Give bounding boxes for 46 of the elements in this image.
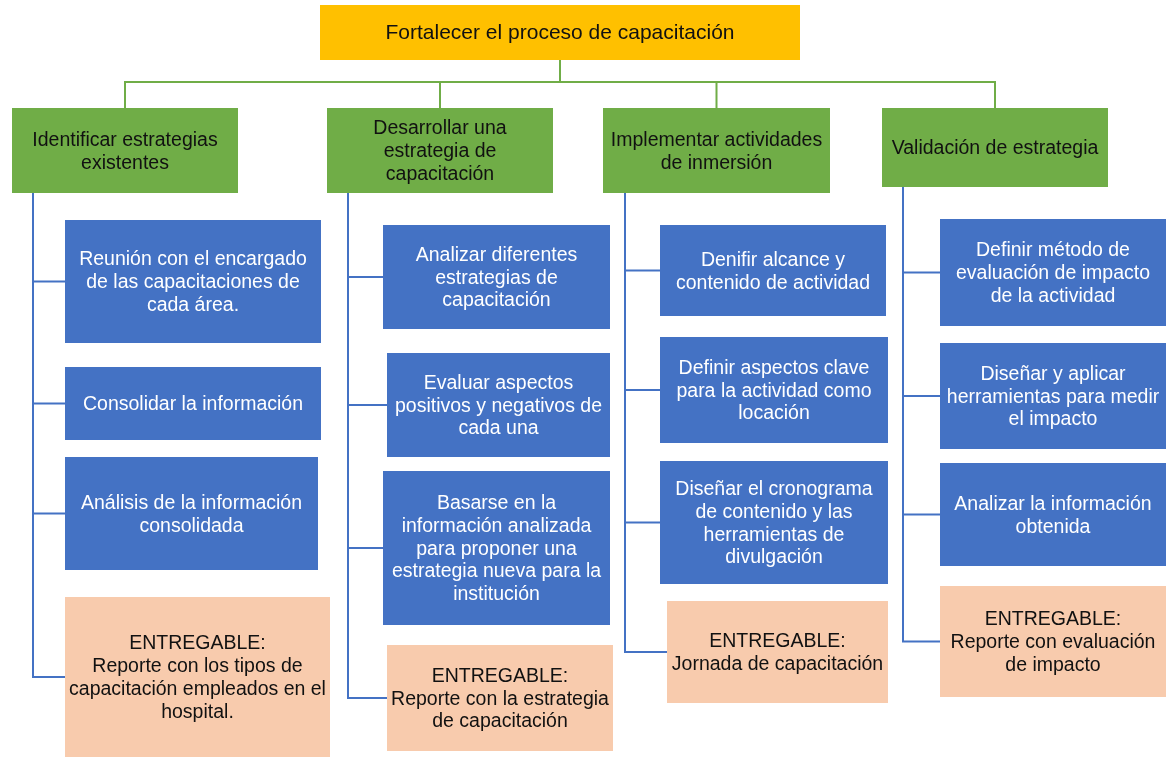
- deliverable-box: [940, 586, 1166, 697]
- deliverable-box: [667, 601, 888, 703]
- box-text: Reporte con los tipos de capacitación empleados en el hospital.: [69, 654, 326, 723]
- box-text: Diseñar y aplicar herramientas para medir el impacto: [945, 361, 1161, 431]
- task-box: [660, 225, 886, 316]
- box-text: Validación de estrategia: [891, 136, 1099, 159]
- task-box: [387, 353, 610, 457]
- phase-box: [882, 108, 1108, 187]
- goal-box: [320, 5, 800, 60]
- deliverable-box: [65, 597, 330, 757]
- box-text: Reunión con el encargado de las capacitaciones de cada área.: [78, 247, 308, 316]
- phase-box: [603, 108, 830, 193]
- box-heading: ENTREGABLE:: [709, 629, 846, 652]
- box-text: Denifir alcance y contenido de actividad: [674, 247, 872, 294]
- box-text: Jornada de capacitación: [671, 652, 884, 675]
- task-box: [383, 225, 610, 329]
- box-text: Consolidar la información: [83, 392, 303, 415]
- task-box: [660, 337, 888, 443]
- deliverable-box: [387, 645, 613, 751]
- task-box: [65, 457, 318, 570]
- box-text: Analizar diferentes estrategias de capacitación: [414, 242, 579, 312]
- box-text: Análisis de la información consolidada: [79, 490, 304, 537]
- box-text: Definir aspectos clave para la actividad como locación: [675, 355, 873, 425]
- box-text: Definir método de evaluación de impacto de la actividad: [954, 238, 1151, 307]
- box-text: Implementar actividades de inmersión: [609, 127, 824, 174]
- box-heading: ENTREGABLE:: [431, 663, 569, 687]
- box-heading: ENTREGABLE:: [129, 631, 266, 655]
- box-heading: ENTREGABLE:: [984, 607, 1122, 631]
- task-box: [940, 343, 1166, 449]
- box-text: Evaluar aspectos positivos y negativos de cada una: [393, 370, 603, 440]
- box-text: Fortalecer el proceso de capacitación: [385, 20, 735, 45]
- task-box: [65, 220, 321, 343]
- task-box: [65, 367, 321, 440]
- box-text: Diseñar el cronograma de contenido y las herramientas de divulgación: [674, 476, 874, 569]
- phase-box: [12, 108, 238, 193]
- box-text: Reporte con la estrategia de capacitación: [391, 686, 609, 733]
- box-text: Reporte con evaluación de impacto: [949, 630, 1157, 676]
- box-text: Identificar estrategias existentes: [31, 127, 219, 174]
- task-box: [660, 461, 888, 584]
- box-text: Desarrollar una estrategia de capacitación: [372, 116, 508, 185]
- task-box: [940, 463, 1166, 566]
- phase-box: [327, 108, 553, 193]
- box-text: Basarse en la información analizada para proponer una estrategia nueva para la institución: [390, 490, 603, 606]
- box-text: Analizar la información obtenida: [953, 491, 1153, 538]
- task-box: [383, 471, 610, 625]
- task-box: [940, 219, 1166, 326]
